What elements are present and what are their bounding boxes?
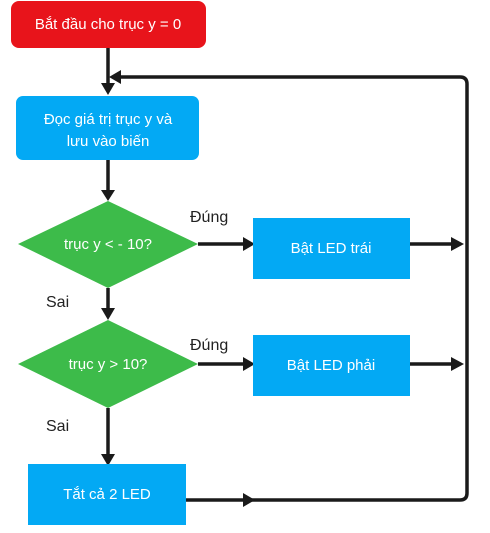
arrow-head xyxy=(101,308,115,320)
led-right-shape xyxy=(253,335,410,396)
decision2-label: trục y > 10? xyxy=(69,356,148,373)
decision2-no-label: Sai xyxy=(46,418,69,435)
off-all-node: Tắt cả 2 LED xyxy=(28,464,186,525)
arrow-head xyxy=(101,454,115,466)
arrow-head xyxy=(101,190,115,201)
decision2-shape xyxy=(18,320,198,408)
read-node-label-line1: Đọc giá trị trục y và xyxy=(44,111,173,128)
led-left-label: Bật LED trái xyxy=(291,240,372,257)
read-node-shape xyxy=(16,96,199,160)
read-node: Đọc giá trị trục y và lưu vào biến xyxy=(16,96,199,160)
decision1-shape xyxy=(18,201,198,288)
read-node-label-line2: lưu vào biến xyxy=(67,133,150,150)
arrow-head xyxy=(451,357,464,371)
decision1-no-label: Sai xyxy=(46,294,69,311)
arrow-head xyxy=(243,237,255,251)
start-node: Bắt đầu cho trục y = 0 xyxy=(11,1,206,48)
decision1-yes-label: Đúng xyxy=(190,209,228,226)
connectors xyxy=(101,48,469,507)
arrow-head xyxy=(243,357,255,371)
arrow-head xyxy=(243,493,255,507)
led-left-node: Bật LED trái xyxy=(253,218,410,279)
arrow-head xyxy=(451,237,464,251)
decision1-label: trục y < - 10? xyxy=(64,236,152,253)
decision2-yes-label: Đúng xyxy=(190,337,228,354)
led-left-shape xyxy=(253,218,410,279)
decision1-node: trục y < - 10? xyxy=(18,201,198,288)
start-node-label: Bắt đầu cho trục y = 0 xyxy=(35,16,181,33)
start-node-shape xyxy=(11,1,206,48)
off-all-shape xyxy=(28,464,186,525)
off-all-label: Tắt cả 2 LED xyxy=(63,486,151,503)
led-right-label: Bật LED phải xyxy=(287,357,375,374)
arrow-head xyxy=(109,70,121,84)
decision2-node: trục y > 10? xyxy=(18,320,198,408)
arrow-head xyxy=(101,83,115,95)
led-right-node: Bật LED phải xyxy=(253,335,410,396)
edge-loop-back xyxy=(116,75,469,502)
